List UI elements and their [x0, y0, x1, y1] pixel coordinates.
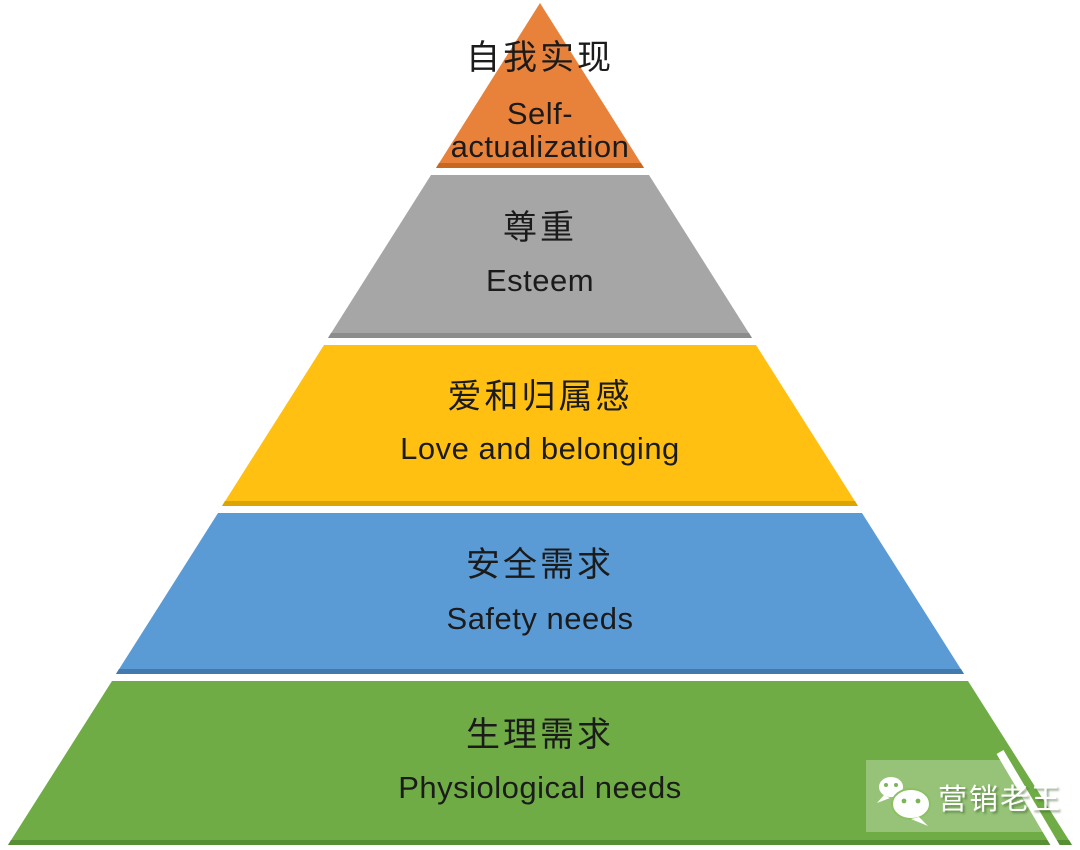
- level-esteem-shape: [328, 175, 752, 338]
- level-love-belonging-label-zh: 爱和归属感: [447, 378, 633, 416]
- level-self-actualization-label-zh: 自我实现: [466, 39, 614, 77]
- watermark-account-name: 营销老王: [938, 784, 1063, 816]
- level-safety-label-zh: 安全需求: [466, 546, 614, 584]
- level-physiological-label-en: Physiological needs: [398, 770, 682, 805]
- level-love-belonging-label-en: Love and belonging: [400, 431, 680, 466]
- level-safety-shape: [116, 513, 964, 674]
- level-self-actualization-bottom-edge: [436, 163, 644, 168]
- level-love-belonging-bottom-edge: [222, 501, 858, 506]
- level-esteem-label-zh: 尊重: [503, 209, 577, 247]
- level-physiological-shape: [8, 681, 1072, 845]
- level-love-belonging-shape: [222, 345, 858, 506]
- level-physiological-label-zh: 生理需求: [466, 716, 614, 754]
- watermark-slash: [996, 749, 1062, 850]
- wechat-icon: [877, 777, 931, 826]
- level-safety-bottom-edge: [116, 669, 964, 674]
- level-physiological-bottom-edge: [8, 840, 1072, 845]
- level-safety-label-en: Safety needs: [446, 601, 634, 636]
- level-self-actualization-label-en-line2: actualization: [450, 129, 630, 164]
- level-self-actualization-label-en-line1: Self-: [506, 96, 574, 131]
- level-esteem-label-en: Esteem: [485, 263, 595, 298]
- level-esteem-bottom-edge: [328, 333, 752, 338]
- level-self-actualization-shape: [436, 3, 644, 168]
